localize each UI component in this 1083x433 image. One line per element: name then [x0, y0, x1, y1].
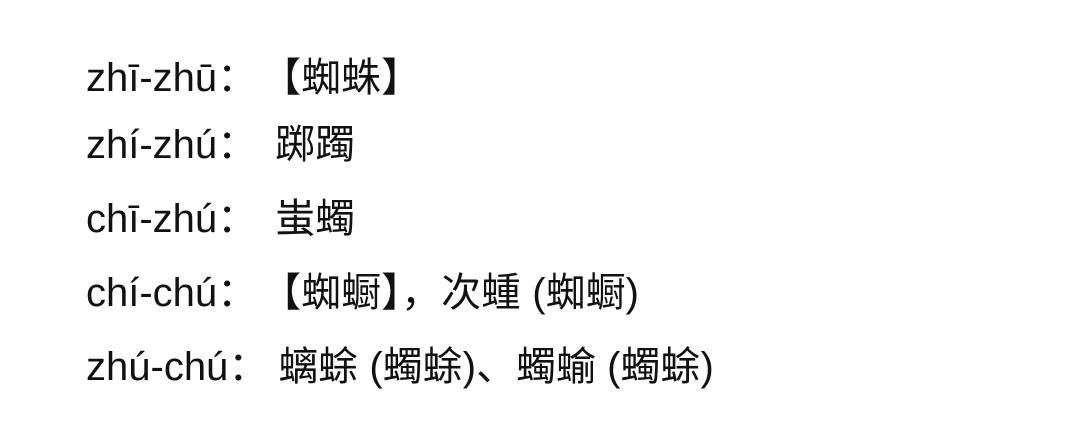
entry-pinyin: zhī-zhū	[86, 56, 218, 100]
entry-pinyin: zhí-zhú	[86, 123, 218, 167]
entry-pinyin: chī-zhú	[86, 197, 218, 241]
entry-characters: 【蜘蟵】，次蝩 (蜘蟵)	[261, 271, 639, 315]
entry-characters: 【蜘蛛】	[261, 56, 422, 100]
entry-row: chī-zhú ： 蚩蠋	[86, 182, 714, 256]
entry-separator: ：	[217, 197, 258, 241]
entry-separator: ：	[217, 56, 258, 100]
pinyin-word-list: zhī-zhū ： 【蜘蛛】 zhí-zhú ： 踯躅 chī-zhú ： 蚩蠋…	[86, 48, 714, 404]
entry-row: zhí-zhú ： 踯躅	[86, 108, 714, 182]
entry-characters: 蚩蠋	[275, 197, 356, 241]
entry-row: zhī-zhū ： 【蜘蛛】	[86, 48, 714, 108]
entry-separator: ：	[228, 345, 269, 389]
entry-pinyin: zhú-chú	[86, 345, 229, 389]
entry-separator: ：	[217, 123, 258, 167]
entry-characters: 踯躅	[275, 123, 356, 167]
entry-separator: ：	[217, 271, 258, 315]
entry-characters: 螭蜍 (蠋蜍)、蠋蝓 (蠋蜍)	[278, 345, 714, 389]
entry-row: chí-chú ： 【蜘蟵】，次蝩 (蜘蟵)	[86, 256, 714, 330]
entry-row: zhú-chú ： 螭蜍 (蠋蜍)、蠋蝓 (蠋蜍)	[86, 330, 714, 404]
entry-pinyin: chí-chú	[86, 271, 218, 315]
